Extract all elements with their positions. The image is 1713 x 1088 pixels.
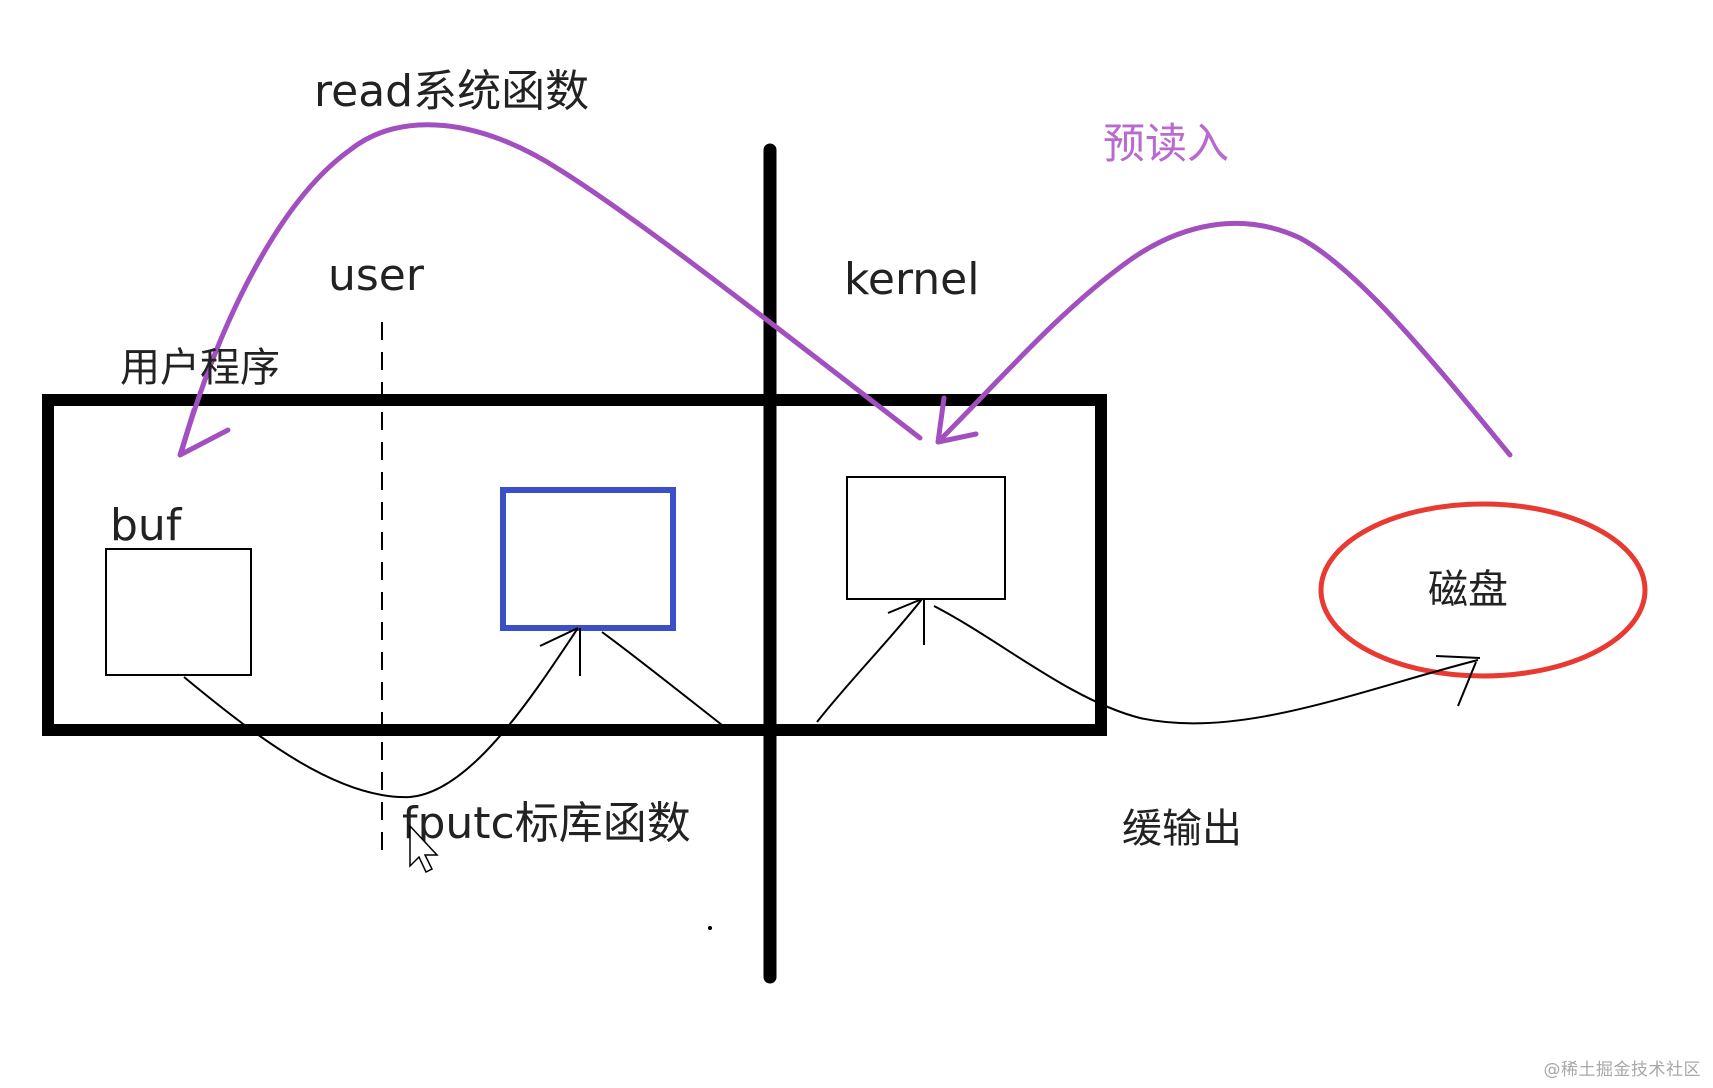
- mouse-cursor-icon: [409, 824, 439, 874]
- output-arrowhead-disk: [1435, 655, 1481, 707]
- user-program-frame: [42, 394, 1107, 736]
- prefetch-arrowhead-kernel: [935, 395, 979, 445]
- kernel-buffer-box: [846, 476, 1006, 600]
- prefetch-label: 预读入: [1103, 119, 1229, 168]
- read-arrowhead-buf: [177, 407, 231, 458]
- read-arrow-kernel-to-buf: [179, 122, 923, 453]
- stdlib-buffer-box: [500, 487, 676, 631]
- output-path-stdlib-to-kernel: [601, 598, 923, 726]
- read-function-label: read系统函数: [314, 66, 589, 117]
- disk-label: 磁盘: [1428, 567, 1508, 613]
- user-program-label: 用户程序: [120, 345, 280, 391]
- output-path-buf-to-stdlib: [183, 627, 579, 799]
- prefetch-arrow-disk-to-kernel: [937, 220, 1513, 458]
- output-arrowhead-stdlib: [539, 627, 581, 676]
- buffered-output-label: 缓输出: [1122, 806, 1242, 852]
- user-label: user: [328, 250, 425, 301]
- kernel-label: kernel: [844, 254, 979, 305]
- fputc-function-label: fputc标库函数: [402, 798, 691, 849]
- stray-dot: [708, 926, 712, 930]
- output-arrowhead-kernel: [887, 598, 925, 645]
- disk-ellipse: [1318, 501, 1648, 679]
- buf-box: [105, 548, 252, 676]
- watermark-text: @稀土掘金技术社区: [1543, 1060, 1701, 1080]
- buf-label: buf: [110, 500, 183, 551]
- output-path-kernel-to-disk: [933, 605, 1479, 725]
